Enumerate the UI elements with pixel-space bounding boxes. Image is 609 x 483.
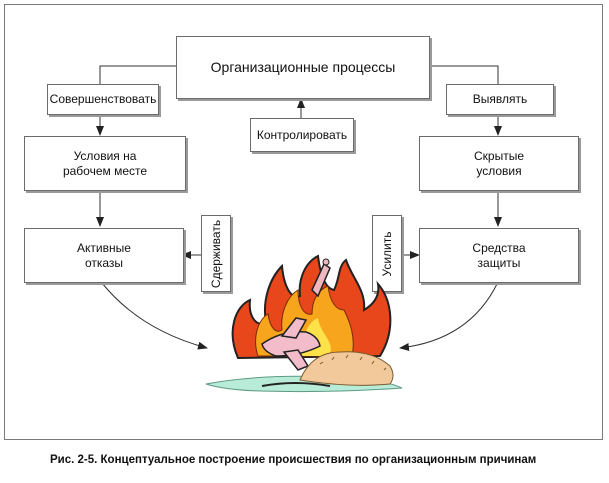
connector-title-left: [99, 65, 176, 84]
active-failures-box: Активные отказы: [24, 228, 184, 283]
label-amplify: Усилить: [372, 215, 402, 292]
defenses-box: Средства защиты: [419, 228, 579, 283]
organizational-processes-box: Организационные процессы: [176, 36, 430, 99]
work-conditions-box: Условия на рабочем месте: [24, 136, 186, 191]
hidden-conditions-box: Скрытые условия: [419, 136, 579, 191]
figure-caption: Рис. 2-5. Концептуальное построение прои…: [50, 454, 537, 466]
curve-active-to-accident: [101, 282, 208, 350]
curve-defenses-to-accident: [399, 281, 499, 351]
label-detect: Выявлять: [446, 84, 554, 115]
label-control: Контролировать: [250, 118, 354, 152]
label-improve: Совершенствовать: [47, 84, 159, 115]
label-restrain: Сдерживать: [201, 215, 231, 292]
connector-title-right: [430, 65, 499, 84]
